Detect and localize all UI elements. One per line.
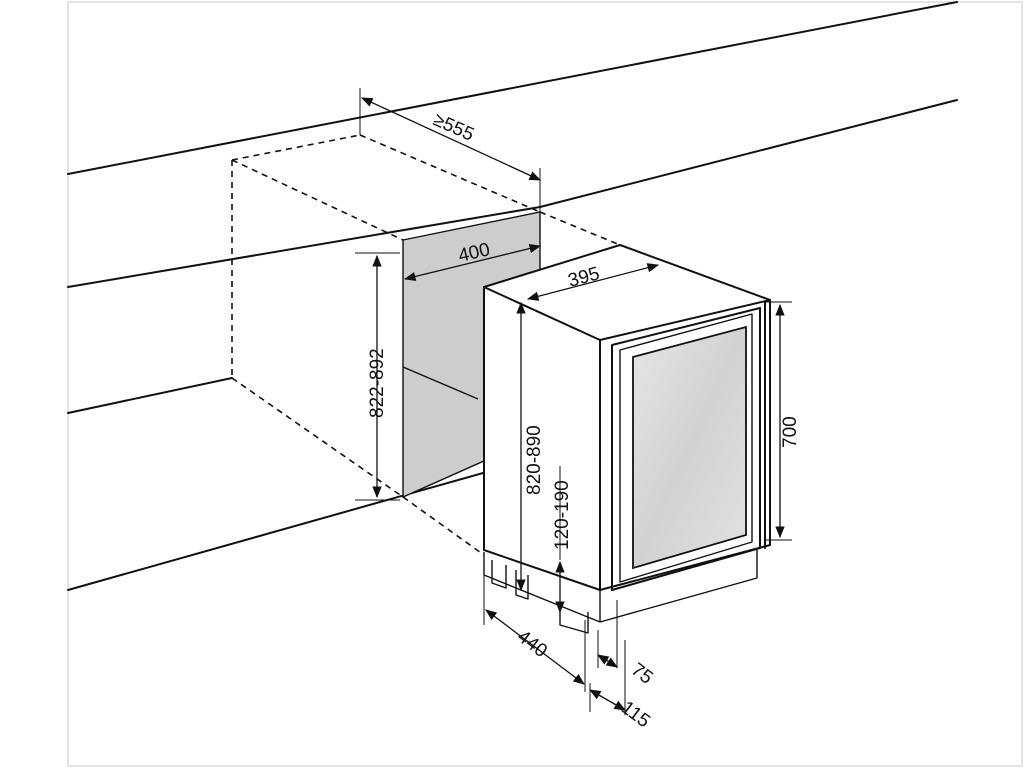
dim-label-door-height: 700: [780, 416, 801, 448]
dim-door-offset: 75: [597, 600, 657, 689]
diagram-frame: [67, 1, 1023, 767]
dim-label-door-offset: 75: [627, 659, 657, 688]
dim-label-plinth-height: 120-190: [552, 480, 573, 550]
dim-door-height: 700: [765, 301, 801, 541]
glass-door: [611, 307, 761, 591]
dim-unit-depth: 440: [483, 575, 586, 692]
dim-plinth-height: 120-190: [552, 466, 573, 614]
dim-niche-depth: ≥555: [359, 88, 542, 212]
niche-outline-dashed: [231, 134, 621, 556]
dim-unit-height: 820-890: [516, 301, 545, 592]
dim-label-door-depth: 115: [617, 697, 654, 732]
dim-niche-height: 822-892: [355, 252, 400, 501]
dim-label-niche-height: 822-892: [367, 348, 388, 418]
dim-label-unit-depth: 440: [513, 626, 551, 662]
dim-label-unit-height: 820-890: [524, 425, 545, 495]
